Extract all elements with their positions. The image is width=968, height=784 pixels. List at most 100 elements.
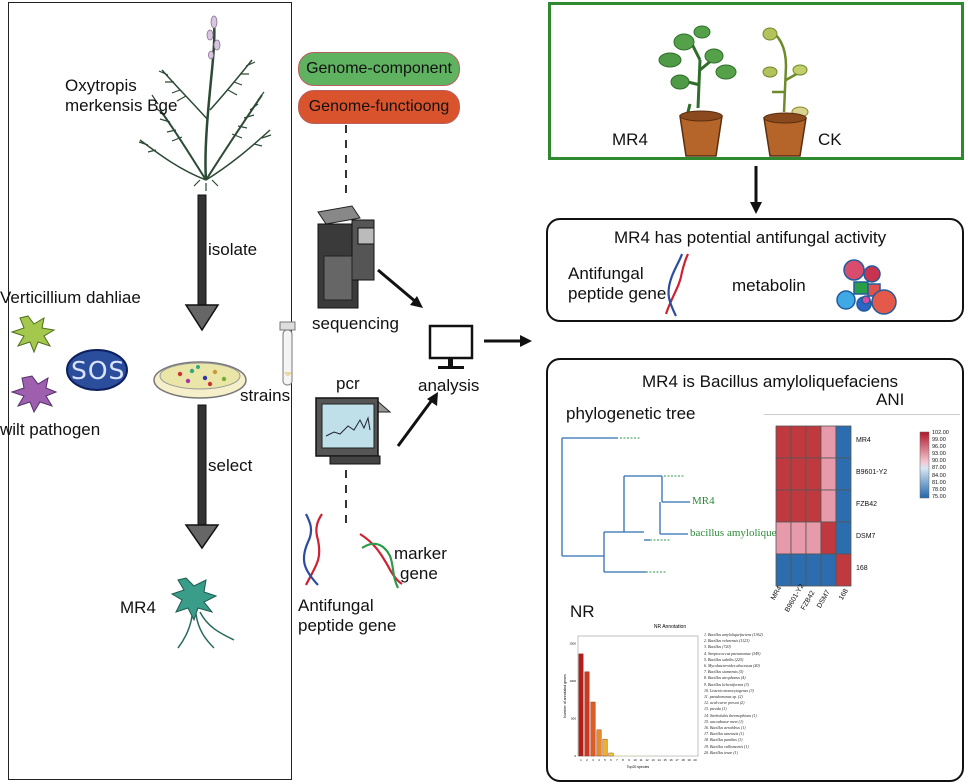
nr-legend-entry: 9. Bacillus licheniformis (3) [704, 681, 749, 687]
sequencing-to-analysis-arrow [377, 268, 423, 308]
plant-comparison-panel [548, 2, 964, 160]
ani-row-label: 168 [856, 565, 868, 572]
antifungal-activity-panel [546, 218, 964, 322]
antifungal-line-2: peptide gene [298, 616, 397, 635]
ani-scale-value: 78.00 [932, 486, 946, 493]
nr-x-tick: 7 [616, 758, 618, 762]
nr-x-tick: 8 [622, 758, 624, 762]
nr-x-tick: 6 [610, 758, 612, 762]
nr-x-tick: 10 [633, 758, 637, 762]
ani-title: ANI [876, 390, 905, 409]
sequencer-icon [317, 205, 375, 309]
nr-x-tick: 18 [681, 758, 685, 762]
ani-scale-value: 90.00 [932, 458, 946, 465]
nr-legend-entry: 7. Bacillus siamensis (5) [704, 669, 744, 675]
plant-flower-buds [206, 15, 221, 60]
plant-name-line-1: Oxytropis [65, 76, 137, 95]
nr-x-tick: 19 [687, 758, 691, 762]
mr4-plant-pot [658, 25, 737, 157]
select-arrow [184, 404, 220, 550]
tree-leaf-mr4: MR4 [692, 495, 715, 507]
nr-x-tick: 3 [592, 758, 594, 762]
activity-gene-line-2: peptide gene [568, 284, 667, 303]
genome-function-pill: Genome-functioong [298, 90, 460, 124]
nr-bar [596, 729, 602, 757]
ani-scale-value: 81.00 [932, 479, 946, 486]
wilt-pathogen-label: wilt pathogen [0, 420, 101, 439]
oxytropis-plant-illustration [138, 21, 272, 191]
ck-plant-pot [762, 27, 809, 157]
nr-x-tick: 9 [628, 758, 630, 762]
tree-leaf-bacillus: bacillus amyloliquefaciens [690, 527, 808, 539]
nr-y-tick: 1000 [569, 679, 576, 683]
isolation-panel [8, 2, 292, 780]
nr-bar [602, 738, 608, 757]
test-tube-icon [279, 321, 296, 386]
ani-row-label: DSM7 [856, 533, 876, 540]
marker-gene-dna-helix-icon [359, 533, 403, 589]
nr-x-tick: 17 [675, 758, 679, 762]
wilt-pathogen-icon [10, 375, 58, 414]
pcr-machine-icon [314, 397, 392, 465]
isolate-arrow [184, 194, 220, 332]
nr-x-tick: 1 [580, 758, 582, 762]
nr-x-tick: 16 [669, 758, 673, 762]
nr-legend-entry: 13. pteoda (1) [704, 706, 727, 712]
plant-name-line-2: merkensis Bge [65, 96, 178, 115]
nr-y-tick: 1500 [569, 642, 576, 646]
nr-bar [584, 671, 590, 757]
activity-title: MR4 has potential antifungal activity [614, 228, 887, 247]
nr-title: NR [570, 602, 595, 621]
plant-ck-label: CK [818, 130, 842, 149]
ani-scale-value: 99.00 [932, 437, 946, 444]
nr-y-axis-label: Number of annotated genes [563, 674, 567, 718]
nr-legend-entry: 19. Bacillus vallismortis (1) [704, 743, 749, 749]
marker-gene-line-1: marker [394, 544, 447, 563]
sequencing-label: sequencing [312, 314, 399, 333]
metabolin-label: metabolin [732, 276, 806, 295]
nr-bar [590, 701, 596, 757]
nr-bar [578, 653, 584, 757]
nr-x-tick: 5 [604, 758, 606, 762]
petri-dish-icon [153, 361, 247, 399]
ani-row-label: B9601-Y2 [856, 469, 888, 476]
nr-x-tick: 12 [645, 758, 649, 762]
pcr-label: pcr [336, 374, 360, 393]
antifungal-line-1: Antifungal [298, 596, 374, 615]
nr-legend-entry: 4. Streptococcus pneumoniae (349) [704, 650, 761, 656]
nr-y-tick: 0 [574, 754, 576, 758]
select-label: select [208, 456, 253, 475]
metabolin-cluster-icon [836, 259, 897, 315]
nr-chart-title: NR Annotation [654, 624, 686, 630]
activity-dna-helix-icon [664, 253, 689, 317]
activity-gene-line-1: Antifungal [568, 264, 644, 283]
nr-legend-entry: 8. Bacillus atrophaeus (4) [704, 675, 746, 681]
nr-legend: 1. Bacillus amyloliquefaciens (1362)2. B… [704, 632, 808, 756]
identity-title: MR4 is Bacillus amyloliquefaciens [642, 372, 899, 391]
nr-legend-entry: 15. uncoubacur meet (1) [704, 718, 744, 724]
nr-legend-entry: 3. Bacillus (720) [704, 644, 731, 650]
nr-x-tick: 15 [663, 758, 667, 762]
sos-text: SOS [71, 356, 126, 385]
phylogenetic-tree-title: phylogenetic tree [566, 404, 696, 423]
pcr-to-analysis-arrow [396, 392, 438, 447]
nr-x-tick: 11 [639, 758, 642, 762]
marker-gene-line-2: gene [400, 564, 438, 583]
ani-scale-value: 87.00 [932, 465, 946, 472]
nr-legend-entry: 6. Mycobacteroides abscessus (40) [704, 663, 760, 669]
nr-x-tick: 13 [651, 758, 655, 762]
ani-scale-value: 75.00 [932, 493, 946, 500]
nr-y-tick: 500 [571, 717, 576, 721]
mr4-strain-label: MR4 [120, 598, 156, 617]
nr-legend-entry: 12. acid-curve preson (2) [704, 700, 745, 706]
nr-legend-entry: 17. Bacillus tanenstis (1) [704, 731, 744, 737]
nr-legend-entry: 5. Bacillus subtilis (225) [704, 656, 744, 662]
nr-plot-area [577, 635, 699, 757]
genome-component-pill: Genome-component [298, 52, 460, 86]
nr-legend-entry: 16. Bacillus aerahleus (1) [704, 725, 746, 731]
plants-to-activity-arrow [750, 166, 762, 214]
nr-x-tick: 20 [693, 758, 697, 762]
